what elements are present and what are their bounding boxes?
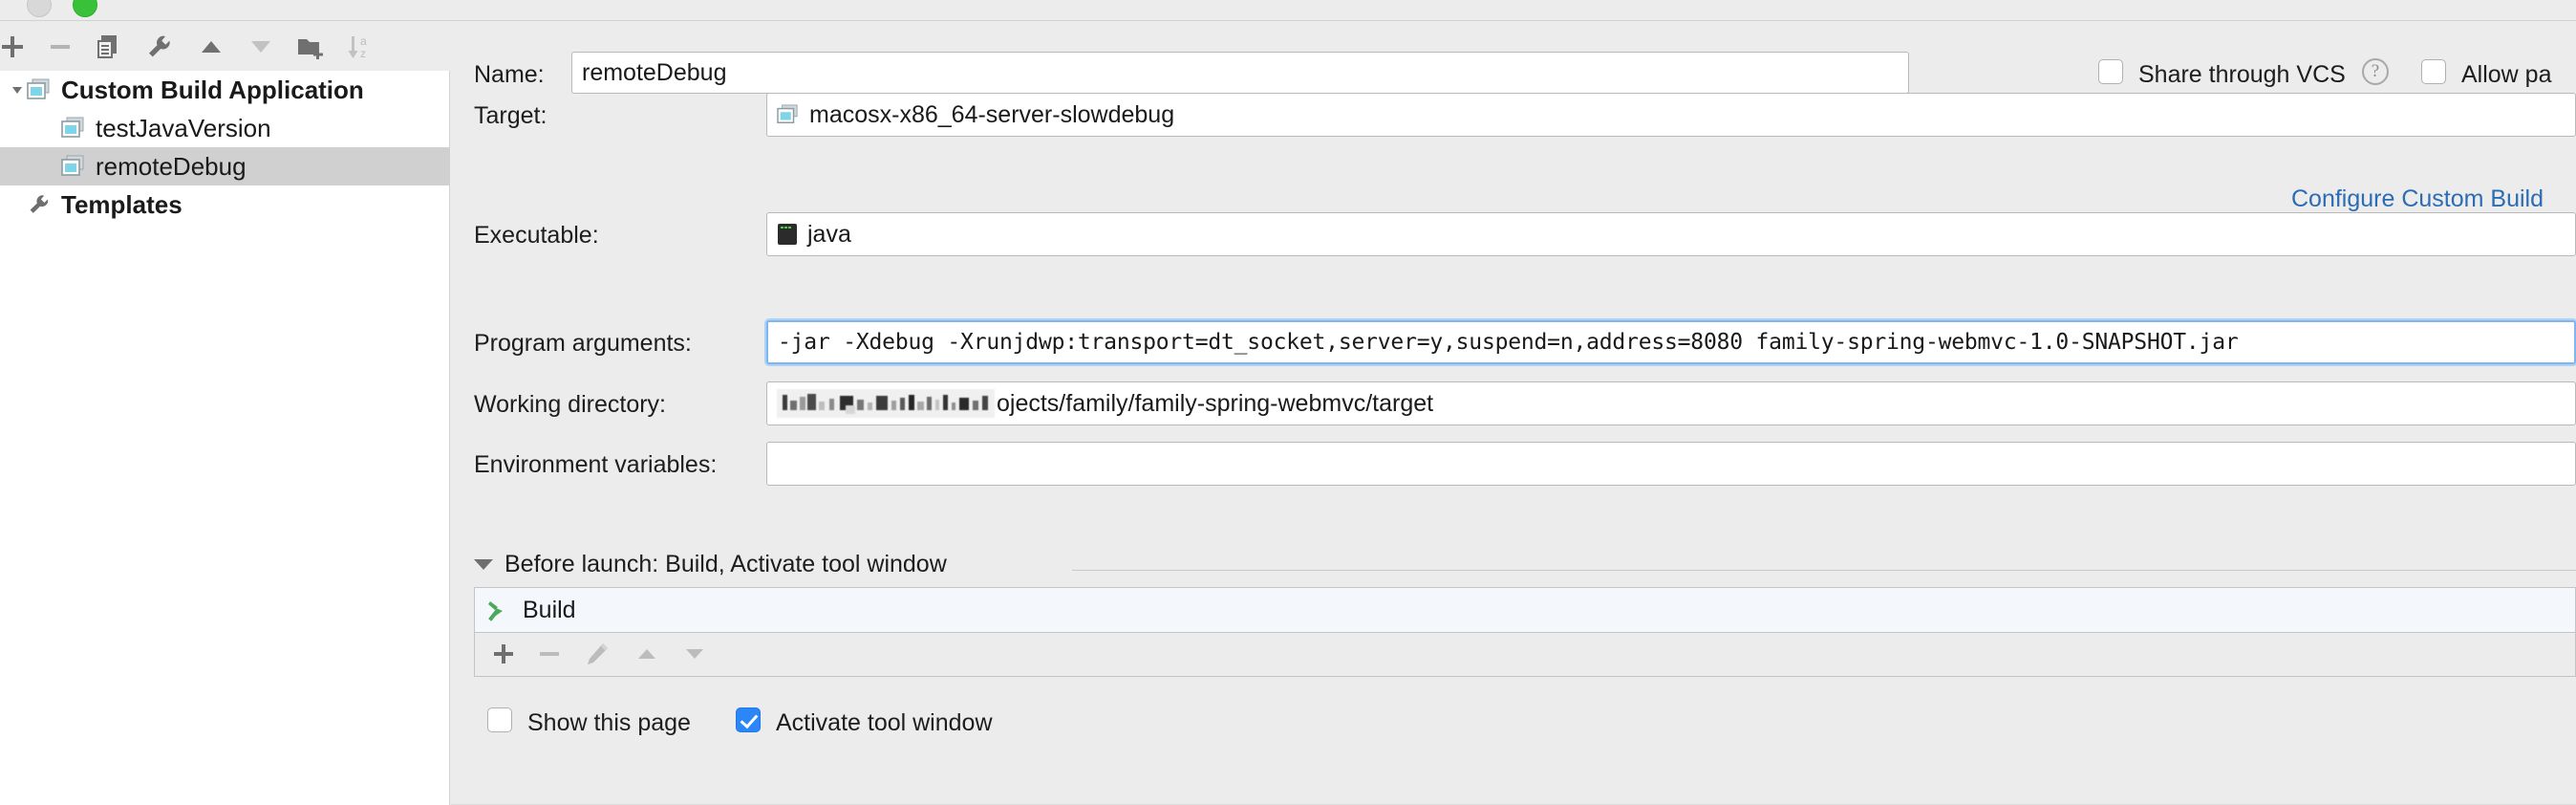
before-launch-title: Before launch: Build, Activate tool wind… [504,551,947,577]
move-task-down-button[interactable] [679,639,710,669]
move-down-button[interactable] [245,31,277,63]
tree-node-custom-build-application[interactable]: Custom Build Application [0,71,449,109]
application-icon [61,154,90,179]
tree-node-testjavaversion[interactable]: testJavaVersion [0,109,449,147]
add-configuration-button[interactable] [0,31,29,63]
show-this-page-checkbox[interactable] [487,707,512,732]
new-folder-button[interactable] [294,31,327,63]
move-up-button[interactable] [195,31,227,63]
task-label: Build [523,596,576,623]
configuration-editor-panel: Name: remoteDebug Share through VCS ? Al… [451,21,2576,805]
configurations-tree[interactable]: Custom Build Application testJavaVersion [0,71,450,805]
svg-text:z: z [360,47,366,60]
add-task-button[interactable] [488,639,519,669]
svg-text:a: a [360,34,367,48]
minimize-button[interactable] [27,0,52,17]
question-mark-icon[interactable]: ? [2362,58,2389,85]
name-input[interactable]: remoteDebug [571,52,1909,94]
tree-node-templates[interactable]: Templates [0,185,449,224]
executable-value: java [807,220,851,248]
activate-tool-window-label: Activate tool window [776,709,993,736]
tree-node-label: testJavaVersion [96,113,271,142]
configurations-toolbar: a z [0,21,450,71]
remove-configuration-button[interactable] [44,31,76,63]
environment-variables-input[interactable] [766,442,2576,486]
before-launch-task-build[interactable]: Build [475,588,2575,632]
sort-configurations-button[interactable]: a z [344,31,376,63]
target-combo[interactable]: macosx-x86_64-server-slowdebug [766,93,2576,137]
terminal-icon [777,223,798,246]
zoom-button[interactable] [73,0,97,17]
executable-label: Executable: [474,222,599,249]
allow-parallel-run-label: Allow pa [2461,61,2552,88]
share-through-vcs-label: Share through VCS [2138,61,2346,88]
application-icon [27,77,55,102]
wrench-icon [27,192,55,217]
section-divider [1072,570,2576,571]
edit-task-pencil-icon[interactable] [582,639,612,669]
redacted-path-prefix [777,389,995,418]
working-directory-input[interactable]: ojects/family/family-spring-webmvc/targe… [766,381,2576,425]
executable-combo[interactable]: java [766,212,2576,256]
remove-task-button[interactable] [534,639,565,669]
show-this-page-label: Show this page [527,709,691,736]
hammer-icon [486,598,511,622]
program-arguments-label: Program arguments: [474,330,692,357]
tree-node-label: Templates [61,189,182,219]
window-titlebar [0,0,2576,21]
copy-configuration-button[interactable] [92,31,124,63]
move-task-up-button[interactable] [632,639,662,669]
before-launch-header[interactable]: Before launch: Build, Activate tool wind… [474,551,947,578]
share-through-vcs-checkbox[interactable] [2098,59,2123,84]
environment-variables-label: Environment variables: [474,451,718,478]
tree-node-label: remoteDebug [96,151,247,181]
disclosure-triangle-icon[interactable] [8,82,27,98]
tree-node-remotedebug[interactable]: remoteDebug [0,147,449,185]
allow-parallel-run-checkbox[interactable] [2421,59,2446,84]
working-directory-label: Working directory: [474,391,666,418]
tree-node-label: Custom Build Application [61,75,364,104]
application-icon [777,104,800,125]
program-arguments-input[interactable]: -jar -Xdebug -Xrunjdwp:transport=dt_sock… [766,320,2576,364]
target-label: Target: [474,102,547,129]
activate-tool-window-checkbox[interactable] [736,707,761,732]
collapse-triangle-icon[interactable] [474,559,493,570]
before-launch-task-list[interactable]: Build [474,587,2576,633]
name-label: Name: [474,61,545,88]
target-value: macosx-x86_64-server-slowdebug [809,100,1175,128]
before-launch-toolbar [474,633,2576,677]
working-directory-value: ojects/family/family-spring-webmvc/targe… [997,389,1434,417]
application-icon [61,116,90,141]
edit-templates-wrench-icon[interactable] [143,31,176,63]
configure-custom-build-link[interactable]: Configure Custom Build [2291,185,2544,212]
